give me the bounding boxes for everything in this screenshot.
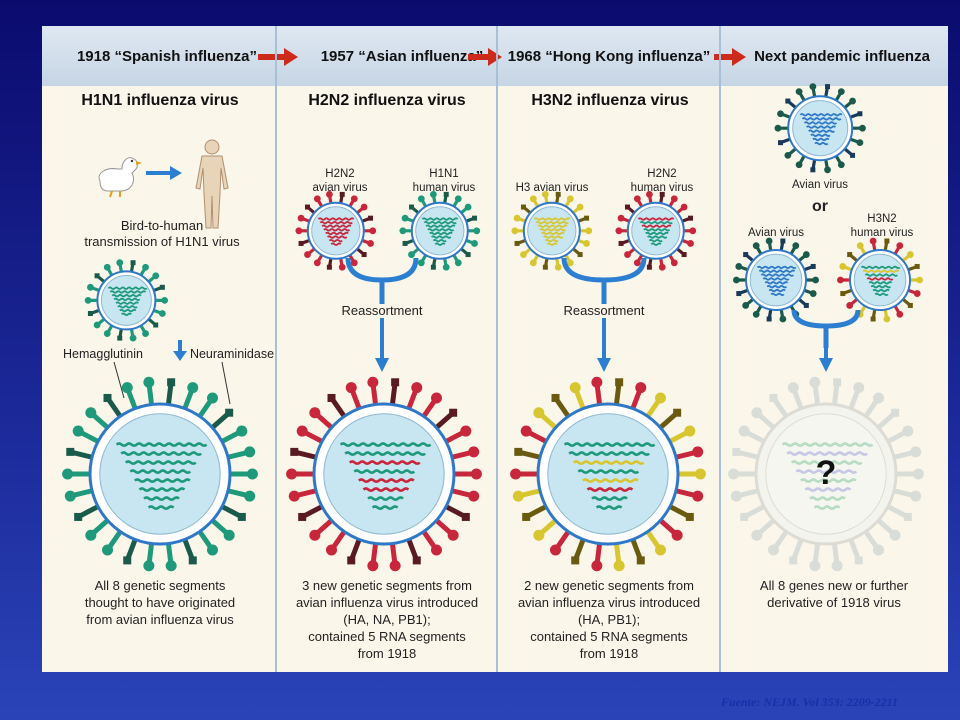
label-h2n2-human: H2N2 human virus [630, 168, 694, 194]
header-arrows [258, 48, 746, 66]
virus-h2n2-human [615, 191, 697, 271]
header-1968: 1968 “Hong Kong influenza” [507, 47, 711, 65]
header-next: Next pandemic influenza [754, 47, 930, 65]
source-citation: Fuente: NEJM. Vol 353: 2209-2211 [720, 695, 898, 709]
or-label: or [812, 198, 828, 215]
title-h1n1: H1N1 influenza virus [81, 92, 239, 109]
virus-h3-avian [511, 191, 593, 271]
header-1957: 1957 “Asian influenza” [320, 47, 484, 65]
human-icon [195, 139, 229, 229]
large-virus-h3n2 [510, 376, 706, 572]
combine-arrow-icon [791, 309, 861, 372]
large-virus-h1n1 [62, 376, 258, 572]
label-h3-avian: H3 avian virus [515, 182, 589, 194]
label-pointer-icon [113, 340, 231, 405]
description-1957: 3 new genetic segments from avian influe… [295, 578, 479, 661]
header-arrow-icon [258, 48, 298, 66]
description-next: All 8 genes new or further derivative of… [759, 578, 909, 610]
label-avian-virus-top: Avian virus [791, 179, 849, 191]
title-h2n2: H2N2 influenza virus [308, 92, 466, 109]
hemagglutinin-label: Hemagglutinin [63, 347, 143, 361]
question-mark: ? [815, 454, 837, 492]
duck-icon [98, 157, 142, 198]
large-virus-h2n2 [286, 376, 482, 572]
virus-avian-top [774, 82, 866, 173]
description-1968: 2 new genetic segments from avian influe… [517, 578, 701, 661]
label-h3n2-human: H3N2 human virus [850, 213, 914, 239]
reassortment-label-1968: Reassortment [548, 304, 660, 318]
figure-panel: 1918 “Spanish influenza” 1957 “Asian inf… [42, 26, 948, 672]
label-h1n1-human: H1N1 human virus [412, 168, 476, 194]
label-h2n2-avian: H2N2 avian virus [312, 168, 368, 194]
virus-h1n1-human [399, 191, 481, 271]
header-arrow-icon [714, 48, 746, 66]
header-1918: 1918 “Spanish influenza” [76, 47, 258, 65]
neuraminidase-label: Neuraminidase [189, 347, 275, 361]
header-arrow-icon [468, 48, 502, 66]
transmission-label: Bird-to-human transmission of H1N1 virus [84, 218, 240, 249]
virus-h2n2-avian [295, 191, 377, 271]
transmission-arrow-icon [146, 166, 182, 180]
small-virus-h1n1 [84, 258, 168, 342]
virus-h3n2-human [837, 237, 923, 323]
reassortment-label-1957: Reassortment [326, 304, 438, 318]
column-divider [719, 26, 721, 672]
label-avian-virus-left: Avian virus [747, 227, 805, 239]
title-h3n2: H3N2 influenza virus [531, 92, 689, 109]
large-virus-next [728, 376, 924, 572]
description-1918: All 8 genetic segments thought to have o… [84, 578, 236, 627]
virus-avian-left [733, 237, 819, 323]
column-divider [496, 26, 498, 672]
column-divider [275, 26, 277, 672]
